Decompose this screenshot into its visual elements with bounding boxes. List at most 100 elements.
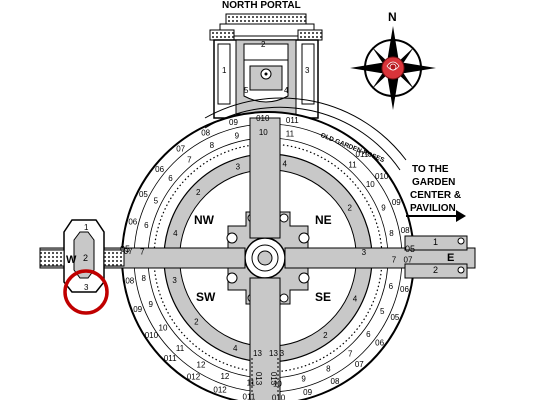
center-ring-label-3: 4 <box>173 229 178 238</box>
inner-ring-label-1: 10 <box>259 128 268 137</box>
east-path-1: 1 <box>433 237 439 247</box>
inner-ring-label-11: 10 <box>159 324 168 333</box>
outer-ring-label-11: 010 <box>145 331 159 340</box>
inner-ring-label-15: 11 <box>247 379 256 388</box>
west-label: W <box>66 254 77 266</box>
portal-bed-4: 4 <box>284 86 289 95</box>
rose-icon <box>381 56 405 80</box>
center-ring-label-1: 3 <box>236 163 241 172</box>
east-ring-label: 05 <box>405 244 416 254</box>
center-ring-label-4: 3 <box>172 276 177 285</box>
outer-ring-label-16: 010 <box>272 393 286 400</box>
outer-ring-label-10: 09 <box>133 305 142 314</box>
outer-ring-label-13: 012 <box>187 372 201 381</box>
direction-line-1: TO THE <box>412 164 449 175</box>
portal-bed-3: 3 <box>305 66 310 75</box>
inner-ring-label-20: 6 <box>366 330 371 339</box>
outer-ring-label-24: 08 <box>401 226 410 235</box>
inner-ring-label-16: 10 <box>273 379 282 388</box>
inner-ring-label-25: 9 <box>381 203 386 212</box>
south-bed-1: 13 <box>253 349 262 358</box>
outer-ring-label-0: 011 <box>286 116 299 125</box>
outer-ring-label-14: 012 <box>213 385 227 394</box>
west-bed-2: 2 <box>83 253 89 263</box>
outer-ring-label-3: 08 <box>201 128 210 137</box>
center-ring-label-11: 2 <box>347 203 352 212</box>
inner-ring-label-26: 10 <box>366 180 375 189</box>
arrow-right-icon <box>456 210 466 222</box>
inner-ring-label-21: 5 <box>380 307 385 316</box>
inner-ring-label-17: 9 <box>301 375 306 384</box>
south-bed-4: 013 <box>269 371 279 386</box>
center-ring-label-10: 3 <box>362 248 367 257</box>
quadrant-se: SE <box>315 290 332 304</box>
quadrant-ne: NE <box>315 213 332 227</box>
center-ring-label-2: 2 <box>196 188 201 197</box>
inner-ring-label-9: 8 <box>141 274 146 283</box>
inner-ring-label-19: 7 <box>348 349 353 358</box>
center-ring-label-8: 2 <box>323 331 328 340</box>
outer-ring-label-23: 07 <box>404 256 413 265</box>
center-fountain <box>244 237 286 279</box>
inner-ring-label-27: 11 <box>348 160 357 169</box>
portal-bed-2: 2 <box>261 40 266 49</box>
inner-ring-label-2: 9 <box>235 132 240 141</box>
inner-ring-label-14: 12 <box>220 372 229 381</box>
outer-ring-label-25: 09 <box>392 198 401 207</box>
west-ring-label: 05 <box>120 244 131 254</box>
inner-ring-label-0: 11 <box>286 130 295 139</box>
inner-ring-label-8: 7 <box>140 248 145 257</box>
west-portal <box>39 219 125 315</box>
direction-label: TO THE GARDEN CENTER & PAVILION <box>410 163 461 215</box>
quadrant-sw: SW <box>196 290 216 304</box>
direction-line-4: PAVILION <box>410 203 456 214</box>
outer-ring-label-9: 08 <box>125 276 134 285</box>
outer-ring-label-22: 06 <box>400 285 409 294</box>
inner-ring-label-6: 5 <box>154 196 159 205</box>
quadrant-nw: NW <box>194 213 214 227</box>
direction-line-2: GARDEN <box>412 177 456 188</box>
outer-ring-label-7: 06 <box>128 218 137 227</box>
east-path-2: 2 <box>433 265 439 275</box>
west-bed-1: 1 <box>84 223 89 232</box>
outer-ring-label-17: 09 <box>303 388 312 397</box>
inner-ring-label-18: 8 <box>326 365 331 374</box>
inner-ring-label-7: 6 <box>144 221 149 230</box>
portal-bed-1: 1 <box>222 66 227 75</box>
inner-ring-label-13: 12 <box>197 361 206 370</box>
inner-ring-label-12: 11 <box>176 344 185 353</box>
outer-ring-label-26: 010 <box>375 172 389 181</box>
outer-ring-label-12: 011 <box>164 354 177 363</box>
compass-rose <box>350 26 436 110</box>
outer-ring-label-21: 05 <box>390 313 399 322</box>
center-ring-label-0: 4 <box>282 159 287 168</box>
quadrant-beds <box>179 169 357 347</box>
old-garden-roses-band <box>204 97 407 171</box>
inner-ring-label-24: 8 <box>389 229 394 238</box>
inner-ring-label-22: 6 <box>389 282 394 291</box>
center-ring-label-6: 4 <box>233 344 238 353</box>
inner-ring-label-3: 8 <box>210 141 215 150</box>
compass-north-label: N <box>388 10 397 24</box>
east-paths <box>404 210 468 279</box>
inner-ring-label-5: 6 <box>168 174 173 183</box>
inner-ring-label-4: 7 <box>187 155 192 164</box>
outer-ring-label-6: 05 <box>139 190 148 199</box>
outer-ring-label-19: 07 <box>355 360 364 369</box>
portal-bed-5: 5 <box>244 86 249 95</box>
outer-ring-label-4: 07 <box>176 144 185 153</box>
outer-ring-label-27: 011 <box>356 150 369 159</box>
center-ring-label-9: 4 <box>353 294 358 303</box>
highlight-circle <box>63 269 109 315</box>
outer-ring-label-2: 09 <box>229 118 238 127</box>
ring-labels: 011 010 09 08 07 06 05 06 07 08 09 010 011 012 012 011 0… <box>124 114 413 400</box>
north-portal-label: NORTH PORTAL <box>222 0 301 11</box>
direction-line-3: CENTER & <box>410 190 462 201</box>
center-ring-label-5: 2 <box>194 318 199 327</box>
outer-ring-label-5: 06 <box>155 165 164 174</box>
outer-ring-label-20: 06 <box>375 338 384 347</box>
west-bed-3: 3 <box>84 283 89 292</box>
center-ring-label-7: 3 <box>280 349 285 358</box>
